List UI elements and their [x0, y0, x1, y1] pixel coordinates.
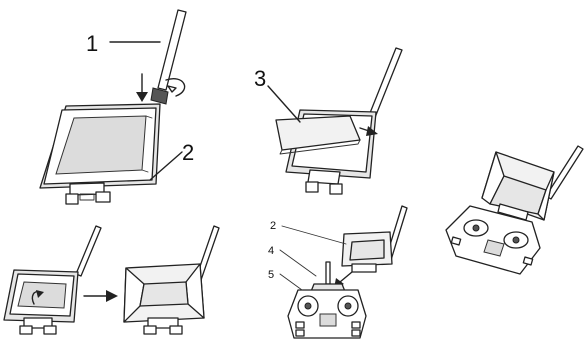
- transmitter-icon: [288, 262, 366, 338]
- monitor-icon: [4, 270, 78, 322]
- callout-2-small: 2: [270, 220, 276, 232]
- step-assembled: [446, 146, 583, 274]
- step-mount-on-transmitter: 2 4 5: [268, 206, 407, 338]
- step-insert-panel: 3: [254, 48, 402, 194]
- callout-1: 1: [86, 31, 98, 56]
- callout-4: 4: [268, 245, 274, 257]
- antenna-icon: [76, 226, 101, 276]
- callout-2: 2: [182, 140, 194, 165]
- sunshade-hood-icon: [124, 264, 204, 322]
- callout-3: 3: [254, 66, 266, 91]
- bracket-mount-icon: [306, 170, 342, 194]
- antenna-icon: [368, 48, 402, 120]
- down-arrow-icon: [136, 74, 148, 102]
- sunshade-hood-icon: [342, 232, 392, 266]
- step-fold-hood: [4, 226, 101, 334]
- right-arrow-icon: [84, 290, 118, 302]
- bracket-mount-icon: [20, 318, 56, 334]
- bracket-mount-icon: [66, 183, 110, 204]
- bracket-mount-icon: [352, 264, 376, 272]
- bracket-mount-icon: [144, 318, 182, 334]
- antenna-icon: [151, 10, 186, 104]
- step-attach-antenna: 1 2: [40, 10, 194, 204]
- callout-5: 5: [268, 269, 274, 281]
- monitor-icon: [40, 104, 160, 188]
- step-hood-open: [124, 226, 219, 334]
